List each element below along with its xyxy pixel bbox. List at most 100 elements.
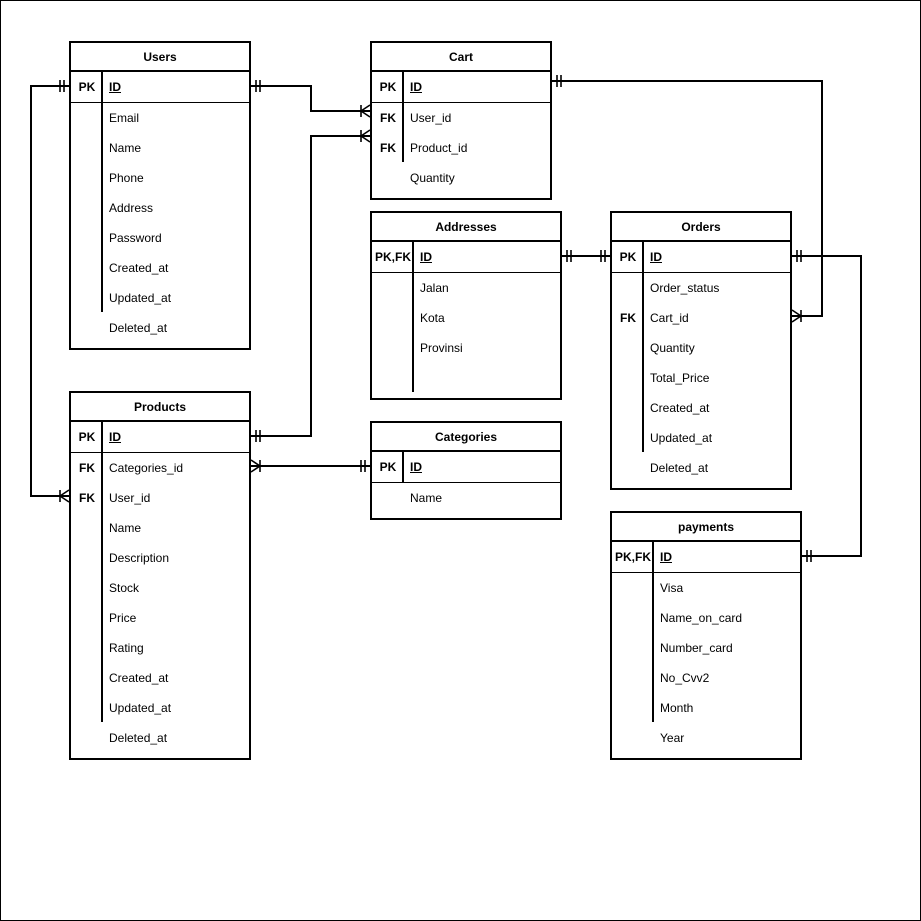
key-marker: PK,FK — [615, 550, 651, 564]
column-name: Updated_at — [109, 701, 172, 715]
column-name: Month — [660, 701, 694, 715]
column-name: Product_id — [410, 141, 468, 155]
column-name: ID — [109, 80, 121, 94]
column-row: Created_at — [612, 393, 790, 423]
key-marker — [612, 693, 654, 723]
column-name: ID — [410, 460, 422, 474]
addresses-orders-relationship — [562, 250, 610, 262]
column-row: Price — [71, 603, 249, 633]
key-marker — [71, 103, 103, 133]
key-marker — [71, 543, 103, 573]
column-name: Quantity — [410, 171, 455, 185]
key-marker: PK — [619, 250, 637, 264]
key-marker: PK — [379, 460, 397, 474]
column-row: Name — [372, 483, 560, 513]
categories-products-relationship — [250, 459, 370, 473]
column-name: Phone — [109, 171, 144, 185]
users-cart-relationship — [251, 80, 371, 118]
column-row: Updated_at — [71, 283, 249, 313]
key-marker — [612, 603, 654, 633]
column-row: Created_at — [71, 663, 249, 693]
column-name: Stock — [109, 581, 140, 595]
table-title: Orders — [612, 213, 790, 242]
key-marker: FK — [380, 111, 396, 125]
column-row: Updated_at — [612, 423, 790, 453]
column-row: Deleted_at — [71, 723, 249, 753]
column-row: Email — [71, 103, 249, 133]
column-row: Total_Price — [612, 363, 790, 393]
key-marker — [71, 573, 103, 603]
column-name: Rating — [109, 641, 144, 655]
column-row: Kota — [372, 303, 560, 333]
table-title: payments — [612, 513, 800, 542]
column-name: Number_card — [660, 641, 733, 655]
key-column-divider — [101, 72, 103, 312]
column-row: Year — [612, 723, 800, 753]
key-marker — [71, 723, 103, 753]
column-row: Name_on_card — [612, 603, 800, 633]
key-marker: FK — [620, 311, 636, 325]
column-name: Password — [109, 231, 162, 245]
column-name: Address — [109, 201, 154, 215]
key-marker — [372, 273, 414, 303]
key-marker — [612, 633, 654, 663]
column-row: Updated_at — [71, 693, 249, 723]
column-name: Created_at — [109, 671, 169, 685]
key-marker — [71, 603, 103, 633]
key-marker — [71, 313, 103, 343]
table-title: Addresses — [372, 213, 560, 242]
key-marker — [372, 303, 414, 333]
key-marker: FK — [79, 461, 95, 475]
column-name: Cart_id — [650, 311, 689, 325]
key-marker — [612, 393, 644, 423]
column-name: Order_status — [650, 281, 720, 295]
column-row: Phone — [71, 163, 249, 193]
key-marker: FK — [380, 141, 396, 155]
key-marker — [71, 133, 103, 163]
key-marker — [612, 723, 654, 753]
key-marker — [372, 163, 404, 193]
column-row: Name — [71, 133, 249, 163]
column-row: Number_card — [612, 633, 800, 663]
column-row: Quantity — [612, 333, 790, 363]
column-row: Created_at — [71, 253, 249, 283]
column-name: Created_at — [109, 261, 169, 275]
column-row: Visa — [612, 573, 800, 603]
key-marker — [612, 453, 644, 483]
column-name: Description — [109, 551, 170, 565]
key-column-divider — [652, 542, 654, 722]
column-row: Deleted_at — [71, 313, 249, 343]
key-column-divider — [402, 452, 404, 482]
key-marker: PK,FK — [375, 250, 411, 264]
column-row: Stock — [71, 573, 249, 603]
users-products-relationship — [30, 80, 70, 503]
key-marker — [71, 663, 103, 693]
key-marker — [71, 513, 103, 543]
column-row: Address — [71, 193, 249, 223]
key-marker — [372, 333, 414, 363]
column-name: Updated_at — [650, 431, 713, 445]
column-name: Deleted_at — [109, 731, 168, 745]
key-marker — [71, 283, 103, 313]
column-row: Quantity — [372, 163, 550, 193]
column-name: Kota — [420, 311, 445, 325]
key-marker — [71, 693, 103, 723]
key-marker — [612, 573, 654, 603]
key-column-divider — [101, 422, 103, 722]
key-marker — [71, 163, 103, 193]
column-row: Password — [71, 223, 249, 253]
key-column-divider — [412, 242, 414, 392]
column-name: Price — [109, 611, 137, 625]
column-name: Deleted_at — [109, 321, 168, 335]
